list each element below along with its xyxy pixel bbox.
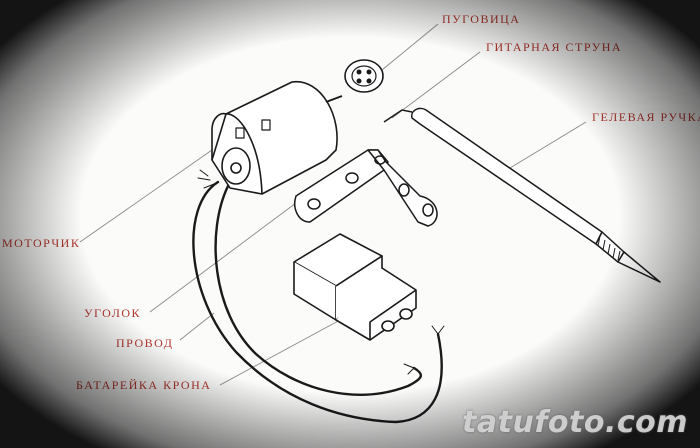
leader-button: [381, 23, 439, 71]
leader-bracket: [149, 199, 301, 313]
motor-illustration: [211, 81, 343, 195]
battery-illustration: [293, 233, 417, 341]
label-string: ГИТАРНАЯ СТРУНА: [486, 40, 623, 54]
label-motor: МОТОРЧИК: [2, 236, 81, 250]
leader-wire: [179, 312, 215, 341]
leader-pen: [509, 121, 587, 169]
leader-motor: [79, 149, 213, 243]
label-bracket: УГОЛОК: [84, 306, 142, 320]
label-battery: БАТАРЕЙКА КРОНА: [76, 378, 212, 392]
label-pen: ГЕЛЕВАЯ РУЧКА: [592, 110, 700, 124]
watermark: tatufoto.com: [462, 405, 688, 440]
pen-illustration: [411, 107, 661, 283]
leader-string: [391, 51, 481, 119]
label-wire: ПРОВОД: [116, 336, 174, 350]
button-illustration: [344, 59, 384, 93]
label-button: ПУГОВИЦА: [442, 12, 521, 26]
string-illustration: [383, 109, 413, 123]
